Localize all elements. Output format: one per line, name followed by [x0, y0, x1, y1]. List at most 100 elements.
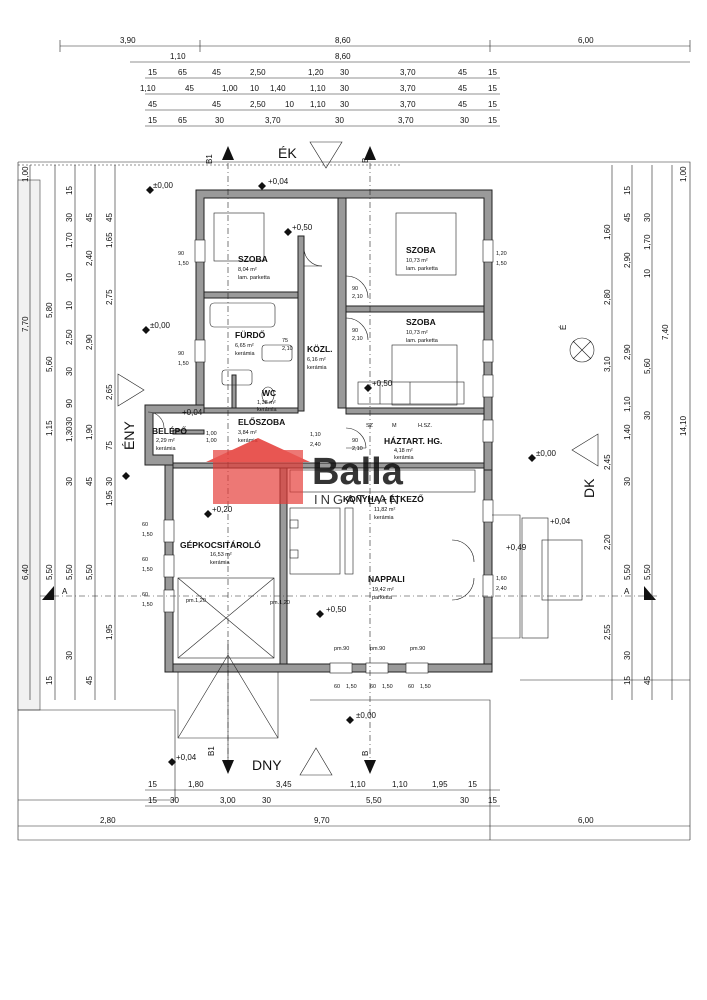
level-mark: +0,04: [176, 753, 197, 762]
dim-left: 1,70: [65, 232, 74, 248]
bottom-dimensions: 15 1,80 3,45 1,10 1,10 1,95 15 15 30 3,0…: [18, 780, 690, 827]
room-area: 6,65 m²: [235, 343, 254, 349]
level-mark: +0,20: [212, 505, 233, 514]
room-name: NAPPALI: [368, 574, 405, 584]
doors: [147, 247, 475, 601]
dim-right: 14,10: [679, 415, 688, 436]
dim-right: 1,40: [623, 424, 632, 440]
opening-label: 1,50: [142, 567, 153, 573]
top-dimensions: 3,90 8,60 6,00 1,10 8,60 15 65 45 2,50 1…: [59, 36, 691, 127]
dim-r4-9: 15: [488, 84, 497, 93]
dim-r3-0: 15: [148, 68, 157, 77]
section-a-left: A: [62, 587, 68, 596]
dim-r4-1: 45: [185, 84, 194, 93]
dim-left: 5,80: [45, 302, 54, 318]
room-area: 10,73 m²: [406, 258, 428, 264]
dim-right: 2,55: [603, 624, 612, 640]
dim-right: 5,60: [643, 358, 652, 374]
opening-label: 1,10: [310, 432, 321, 438]
room-floor: lam. parketta: [406, 266, 439, 272]
dim-r4-5: 1,10: [310, 84, 326, 93]
room-name: ELŐSZOBA: [238, 416, 285, 427]
dim-right: 2,45: [603, 454, 612, 470]
dim-r6-2: 30: [215, 116, 224, 125]
opening-label: 60: [142, 522, 148, 528]
dim-r5-5: 30: [340, 100, 349, 109]
level-mark: +0,50: [372, 379, 393, 388]
dim-left: 2,50: [65, 329, 74, 345]
dim-right: 10: [643, 269, 652, 278]
dim-bottom: 9,70: [314, 816, 330, 825]
dim-bottom: 1,95: [432, 780, 448, 789]
level-mark: +0,04: [550, 517, 571, 526]
opening-label: 60: [370, 684, 376, 690]
level-mark: +0,50: [326, 605, 347, 614]
opening-label: 1,60: [496, 576, 507, 582]
dim-r6-3: 3,70: [265, 116, 281, 125]
room-floor: kerámia: [210, 560, 231, 566]
room-floor: kerámia: [238, 438, 259, 444]
brand-name: Balla: [312, 451, 404, 493]
dim-right: 3,10: [603, 356, 612, 372]
opening-label: 1,20: [496, 251, 507, 257]
dim-top-r2-1: 1,10: [170, 52, 186, 61]
opening-label: 1,00: [206, 438, 217, 444]
room-area: 10,73 m²: [406, 330, 428, 336]
dim-r5-8: 15: [488, 100, 497, 109]
room-labels: SZOBA 8,04 m² lam. parketta SZOBA 10,73 …: [152, 245, 442, 601]
opening-label: 90: [178, 351, 184, 357]
level-mark: ±0,00: [356, 711, 377, 720]
dim-r3-4: 1,20: [308, 68, 324, 77]
dim-left: 2,65: [105, 384, 114, 400]
room-name: KÖZL.: [307, 344, 333, 354]
dim-right: 2,20: [603, 534, 612, 550]
dim-r5-2: 2,50: [250, 100, 266, 109]
level-mark: ±0,00: [150, 321, 171, 330]
dim-right: 45: [623, 213, 632, 222]
opening-label: 1,50: [382, 684, 393, 690]
dim-left: 10: [65, 273, 74, 282]
dim-r6-5: 3,70: [398, 116, 414, 125]
dim-r6-6: 30: [460, 116, 469, 125]
dim-bottom: 3,45: [276, 780, 292, 789]
dim-r4-7: 3,70: [400, 84, 416, 93]
dim-bottom: 15: [468, 780, 477, 789]
section-b-top: B: [361, 158, 370, 163]
opening-label: 1,50: [420, 684, 431, 690]
dim-left: 2,90: [85, 334, 94, 350]
dim-left: 5,50: [85, 564, 94, 580]
level-mark: +0,04: [268, 177, 289, 186]
dim-bottom: 1,80: [188, 780, 204, 789]
dim-left: 1,15: [45, 420, 54, 436]
room-area: 11,82 m²: [374, 507, 395, 513]
opening-label: 1,50: [178, 261, 189, 267]
room-area: 3,84 m²: [238, 430, 257, 436]
left-dimensions: 1,00 15 30 45 1,70 45 1,65 2,40 10 2,75 …: [21, 165, 116, 700]
room-area: 19,42 m²: [372, 587, 394, 593]
dim-left: 1,90: [85, 424, 94, 440]
dim-left: 30: [65, 367, 74, 376]
dim-left: 15: [65, 186, 74, 195]
dim-right: 2,90: [623, 252, 632, 268]
dim-left: 45: [85, 676, 94, 685]
room-area: 16,53 m²: [210, 552, 232, 558]
room-name: SZOBA: [406, 245, 436, 255]
dim-r4-2: 1,00: [222, 84, 238, 93]
opening-label: 1,50: [142, 602, 153, 608]
opening-label: 90: [352, 328, 358, 334]
opening-label: 1,50: [142, 532, 153, 538]
dim-right: 15: [623, 676, 632, 685]
section-lines: A A B1 B B1 B: [40, 146, 660, 774]
dim-right: 2,90: [623, 344, 632, 360]
level-mark: +0,50: [292, 223, 313, 232]
opening-labels: 90 1,50 90 1,50 1,20 1,50 90 2,10 90 2,1…: [142, 251, 507, 690]
section-a-right: A: [624, 587, 630, 596]
storage-label: SZ: [366, 423, 374, 429]
dim-r5-3: 10: [285, 100, 294, 109]
compass-north-label: ÉK: [278, 145, 297, 161]
level-mark: +0,04: [182, 408, 203, 417]
dim-left: 1,00: [21, 166, 30, 182]
right-dimensions: 1,00 15 30 45 1,60 1,70 2,90 10 2,80 7,4…: [603, 165, 688, 700]
dim-r6-1: 65: [178, 116, 187, 125]
dim-right: 2,80: [603, 289, 612, 305]
